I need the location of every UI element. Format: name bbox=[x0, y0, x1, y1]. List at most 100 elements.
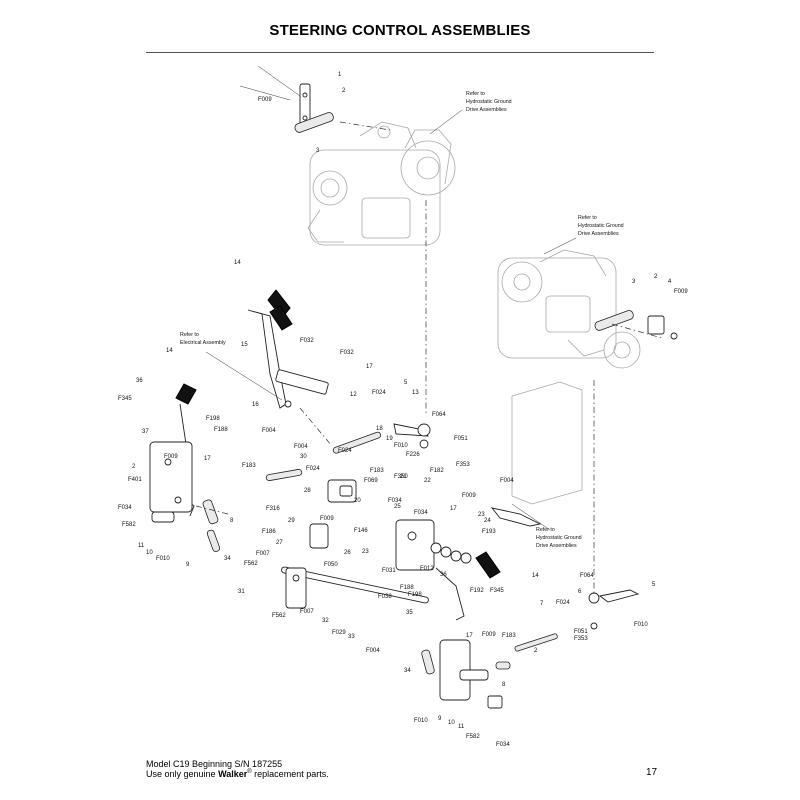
callout: F024 bbox=[372, 390, 386, 396]
callout: F010 bbox=[634, 622, 648, 628]
callout: 36 bbox=[136, 378, 143, 384]
callout: F009 bbox=[482, 632, 496, 638]
callout: F009 bbox=[462, 493, 476, 499]
callout: F009 bbox=[164, 454, 178, 460]
page-number: 17 bbox=[646, 767, 658, 778]
tagline-prefix: Use only genuine bbox=[146, 769, 219, 779]
callout: F198 bbox=[206, 416, 220, 422]
callout: 17 bbox=[466, 633, 473, 639]
footer-tagline: Use only genuine Walker® replacement par… bbox=[146, 769, 329, 779]
callout: F582 bbox=[122, 522, 136, 528]
lower-transmission-ghost bbox=[497, 249, 641, 369]
lower-right-lever bbox=[421, 639, 511, 709]
part-callouts: 1 2 F009 3 3 2 4 F009 14 15 F032 F032 17… bbox=[118, 72, 688, 748]
callout: F183 bbox=[502, 633, 516, 639]
callout: 17 bbox=[366, 364, 373, 370]
callout: F038 bbox=[378, 594, 392, 600]
callout: F050 bbox=[324, 562, 338, 568]
callout: F010 bbox=[156, 556, 170, 562]
tagline-suffix: replacement parts. bbox=[251, 769, 329, 779]
callout: F562 bbox=[272, 613, 286, 619]
callout: 15 bbox=[241, 342, 248, 348]
callout: F032 bbox=[300, 338, 314, 344]
callout: F009 bbox=[674, 289, 688, 295]
callout: F004 bbox=[500, 478, 514, 484]
callout: 34 bbox=[224, 556, 231, 562]
callout: 24 bbox=[484, 518, 491, 524]
callout: F353 bbox=[456, 462, 470, 468]
callout: 3 bbox=[316, 148, 320, 154]
callout: 29 bbox=[288, 518, 295, 524]
callout: 30 bbox=[300, 454, 307, 460]
callout: 17 bbox=[204, 456, 211, 462]
callout: F004 bbox=[262, 428, 276, 434]
callout: 6 bbox=[578, 589, 582, 595]
callout: 34 bbox=[404, 668, 411, 674]
callout: 36 bbox=[440, 572, 447, 578]
callout: F051 bbox=[454, 436, 468, 442]
callout: F183 bbox=[242, 463, 256, 469]
callout: 33 bbox=[348, 634, 355, 640]
callout: 10 bbox=[146, 550, 153, 556]
note-leaders bbox=[205, 109, 577, 531]
callout: 4 bbox=[668, 279, 672, 285]
callout: F188 bbox=[214, 427, 228, 433]
center-right-lever-assembly bbox=[395, 519, 501, 621]
callout: F024 bbox=[338, 448, 352, 454]
callout: 2 bbox=[654, 274, 658, 280]
callout: 17 bbox=[450, 506, 457, 512]
callout: F316 bbox=[266, 506, 280, 512]
callout: F009 bbox=[320, 516, 334, 522]
callout: F193 bbox=[482, 529, 496, 535]
callout: F032 bbox=[340, 350, 354, 356]
callout: F034 bbox=[118, 505, 132, 511]
callout: F401 bbox=[128, 477, 142, 483]
callout: F183 bbox=[370, 468, 384, 474]
callout: 31 bbox=[238, 589, 245, 595]
callout: 14 bbox=[234, 260, 241, 266]
callout: F069 bbox=[364, 478, 378, 484]
callout: 19 bbox=[386, 436, 393, 442]
callout: 35 bbox=[406, 610, 413, 616]
callout: F010 bbox=[394, 443, 408, 449]
callout: F007 bbox=[256, 551, 270, 557]
center-steering-lever bbox=[247, 289, 329, 409]
right-spring-assembly bbox=[594, 310, 678, 340]
registered-mark: ® bbox=[247, 769, 252, 775]
callout: F182 bbox=[430, 468, 444, 474]
callout: F051 bbox=[574, 629, 588, 635]
footer-model-line: Model C19 Beginning S/N 187255 bbox=[146, 759, 283, 769]
callout: 9 bbox=[438, 716, 442, 722]
callout: 2 bbox=[534, 648, 538, 654]
callout: F582 bbox=[466, 734, 480, 740]
callout: F188 bbox=[400, 585, 414, 591]
callout: 23 bbox=[478, 512, 485, 518]
callout: 3 bbox=[632, 279, 636, 285]
callout: F034 bbox=[414, 510, 428, 516]
callout: 37 bbox=[142, 429, 149, 435]
callout: 9 bbox=[186, 562, 190, 568]
callout: 14 bbox=[532, 573, 539, 579]
callout: 11 bbox=[138, 543, 145, 549]
callout: F350 bbox=[394, 474, 408, 480]
callout: F345 bbox=[118, 396, 132, 402]
callout: 2 bbox=[342, 88, 346, 94]
callout: 20 bbox=[354, 498, 361, 504]
upper-spring-assembly bbox=[239, 65, 334, 133]
callout: 14 bbox=[166, 348, 173, 354]
callout: 16 bbox=[252, 402, 259, 408]
callout: 5 bbox=[652, 582, 656, 588]
linkage-rods bbox=[265, 431, 382, 549]
callout: 12 bbox=[350, 392, 357, 398]
callout: 2 bbox=[132, 464, 136, 470]
callout: 23 bbox=[362, 549, 369, 555]
callout: F007 bbox=[300, 609, 314, 615]
callout: 22 bbox=[424, 478, 431, 484]
callout: 27 bbox=[276, 540, 283, 546]
callout: F010 bbox=[414, 718, 428, 724]
callout: 1 bbox=[338, 72, 342, 78]
